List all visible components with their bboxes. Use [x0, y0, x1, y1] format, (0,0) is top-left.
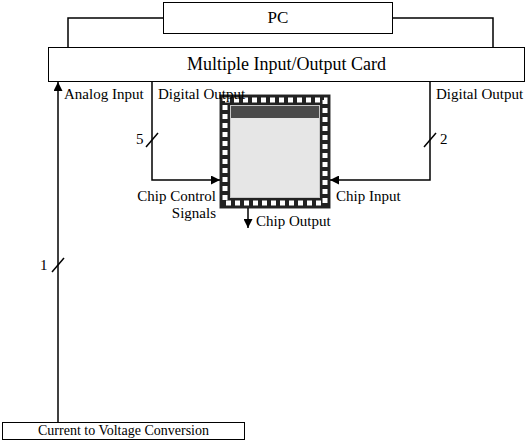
- signal-label: Chip Output: [256, 213, 331, 230]
- bus-wire: [393, 18, 493, 47]
- box-label: PC: [268, 9, 289, 28]
- signal-label: Chip Control Signals: [120, 188, 216, 221]
- output-arrow: [247, 208, 249, 228]
- signal-label: Digital Output: [436, 86, 523, 103]
- bus-width: 2: [440, 131, 448, 148]
- computer-box: PC: [163, 2, 393, 34]
- signal-label: Digital Output: [158, 86, 245, 103]
- bus-slash: [424, 133, 436, 147]
- input-bus-wire: [330, 82, 430, 180]
- converter-box: Current to Voltage Conversion: [2, 422, 245, 440]
- signal-arrow: [57, 82, 59, 422]
- box-label: Multiple Input/Output Card: [187, 55, 386, 75]
- signal-label: Chip Input: [336, 188, 401, 205]
- bus-wire: [68, 18, 163, 47]
- bus-width: 1: [40, 257, 48, 274]
- bus-slash: [146, 133, 158, 147]
- chip-picture: [220, 95, 330, 208]
- io-card-box: Multiple Input/Output Card: [48, 47, 525, 82]
- bus-width: 5: [136, 131, 144, 148]
- box-label: Current to Voltage Conversion: [38, 423, 209, 438]
- signal-label: Analog Input: [64, 86, 144, 103]
